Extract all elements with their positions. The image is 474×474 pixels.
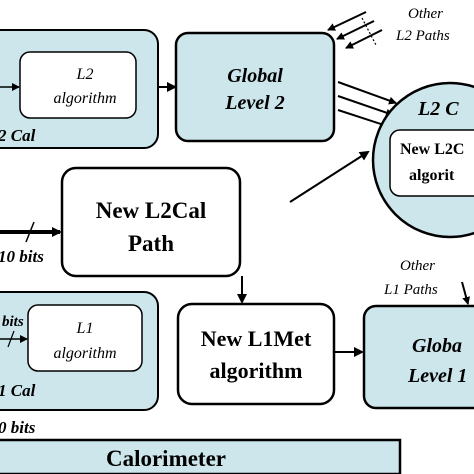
- l2cal-path-to-circle-arrow: [289, 150, 370, 203]
- l1-algorithm-box: [27, 304, 143, 372]
- bits-10-label: 10 bits: [0, 247, 44, 266]
- l2-circle-inner-box: [389, 129, 474, 197]
- global2-to-l2c-arrow-1: [337, 81, 397, 105]
- other-l1-paths-label-line1: Other: [400, 258, 435, 274]
- other-l2-paths-label-line1: Other: [408, 6, 443, 22]
- new-l1met-line1: New L1Met: [201, 326, 312, 351]
- new-l2cal-path-line1: New L2Cal: [96, 198, 207, 223]
- other-l2-path-arrow-3: [345, 29, 383, 49]
- l2-algorithm-box: [19, 51, 137, 119]
- global-level2-label-line1: Global: [227, 65, 283, 87]
- input-10bits-slash: [25, 221, 35, 243]
- other-l2-path-ticks: [361, 17, 377, 46]
- l2-cal-container-label: 2 Cal: [0, 126, 36, 145]
- l2-circle-inner-line1: New L2C: [400, 141, 464, 158]
- bits-bottom-label: 0 bits: [0, 418, 36, 437]
- global-level1-label-line1: Globa: [412, 335, 462, 357]
- other-l1-path-arrow: [461, 281, 471, 305]
- l2-algorithm-label-line1: L2: [76, 66, 94, 83]
- bits-l1-top-label: bits: [2, 314, 24, 330]
- other-l2-path-arrow-1: [327, 11, 367, 31]
- new-l2cal-path-line2: Path: [128, 231, 174, 256]
- calorimeter-bar: [0, 438, 402, 474]
- l2-circle-title: L2 C: [417, 98, 459, 120]
- l2-algorithm-label-line2: algorithm: [53, 90, 116, 107]
- other-l2-path-arrow-2: [336, 20, 375, 40]
- other-l2-paths-label-line2: L2 Paths: [395, 28, 450, 44]
- l1-algorithm-label-line2: algorithm: [53, 345, 116, 362]
- calorimeter-label: Calorimeter: [106, 446, 226, 471]
- new-l2cal-path-box: [60, 166, 242, 278]
- other-l1-paths-label-line2: L1 Paths: [383, 282, 438, 298]
- global-level1-box: [362, 304, 474, 410]
- l1-input-slash: [7, 330, 15, 348]
- global-level1-label-line2: Level 1: [407, 365, 467, 387]
- l2-circle-inner-line2: algorit: [409, 167, 455, 184]
- new-l1met-box: [176, 302, 336, 406]
- l1-algorithm-label-line1: L1: [76, 320, 94, 337]
- global-level2-box: [174, 31, 336, 143]
- new-l1met-line2: algorithm: [210, 358, 303, 383]
- l1-cal-container-label: 1 Cal: [0, 381, 36, 400]
- global2-to-l2c-arrow-2: [337, 95, 394, 117]
- global-level2-label-line2: Level 2: [224, 92, 284, 114]
